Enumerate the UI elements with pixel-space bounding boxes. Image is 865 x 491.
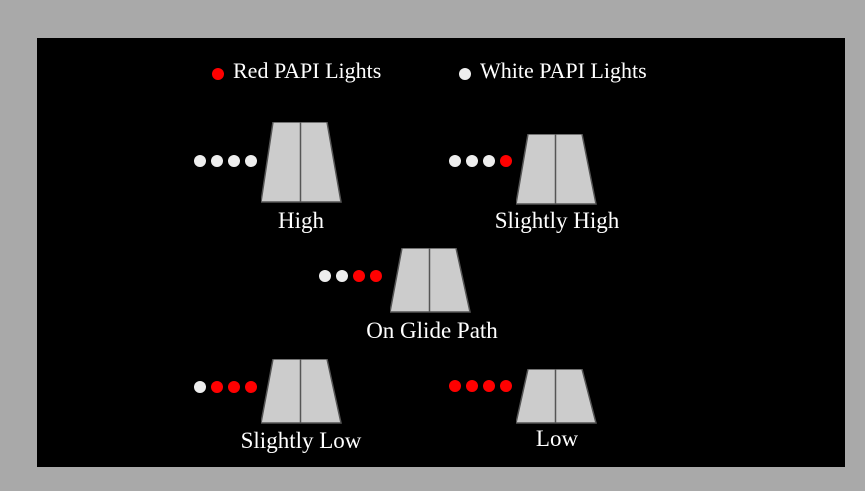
red-light-icon [483, 380, 495, 392]
white-light-icon [194, 381, 206, 393]
papi-diagram: Red PAPI Lights White PAPI Lights High S… [37, 38, 845, 467]
white-light-icon [483, 155, 495, 167]
white-light-icon [228, 155, 240, 167]
red-light-icon [212, 68, 224, 80]
white-light-icon [466, 155, 478, 167]
white-light-icon [459, 68, 471, 80]
white-light-icon [211, 155, 223, 167]
papi-lights [319, 270, 382, 282]
white-light-icon [336, 270, 348, 282]
white-light-icon [449, 155, 461, 167]
papi-lights [449, 380, 512, 392]
red-light-icon [245, 381, 257, 393]
state-label: Slightly Low [240, 428, 362, 453]
red-light-icon [500, 380, 512, 392]
white-light-icon [245, 155, 257, 167]
papi-lights [449, 155, 512, 167]
runway-icon [516, 369, 597, 424]
white-light-icon [319, 270, 331, 282]
red-light-icon [466, 380, 478, 392]
papi-lights [194, 155, 257, 167]
red-light-icon [500, 155, 512, 167]
papi-lights [194, 381, 257, 393]
red-light-icon [370, 270, 382, 282]
legend-white: White PAPI Lights [459, 58, 647, 84]
runway-icon [390, 248, 471, 313]
state-label: On Glide Path [366, 318, 498, 343]
state-label: Low [535, 426, 579, 451]
runway-icon [261, 359, 342, 424]
white-light-icon [194, 155, 206, 167]
state-label: High [278, 208, 324, 233]
red-light-icon [449, 380, 461, 392]
state-label: Slightly High [494, 208, 620, 233]
red-light-icon [353, 270, 365, 282]
red-light-icon [228, 381, 240, 393]
legend-red: Red PAPI Lights [212, 58, 381, 84]
runway-icon [261, 122, 342, 203]
runway-icon [516, 134, 597, 205]
legend-red-label: Red PAPI Lights [233, 58, 382, 83]
red-light-icon [211, 381, 223, 393]
legend-white-label: White PAPI Lights [480, 58, 647, 83]
